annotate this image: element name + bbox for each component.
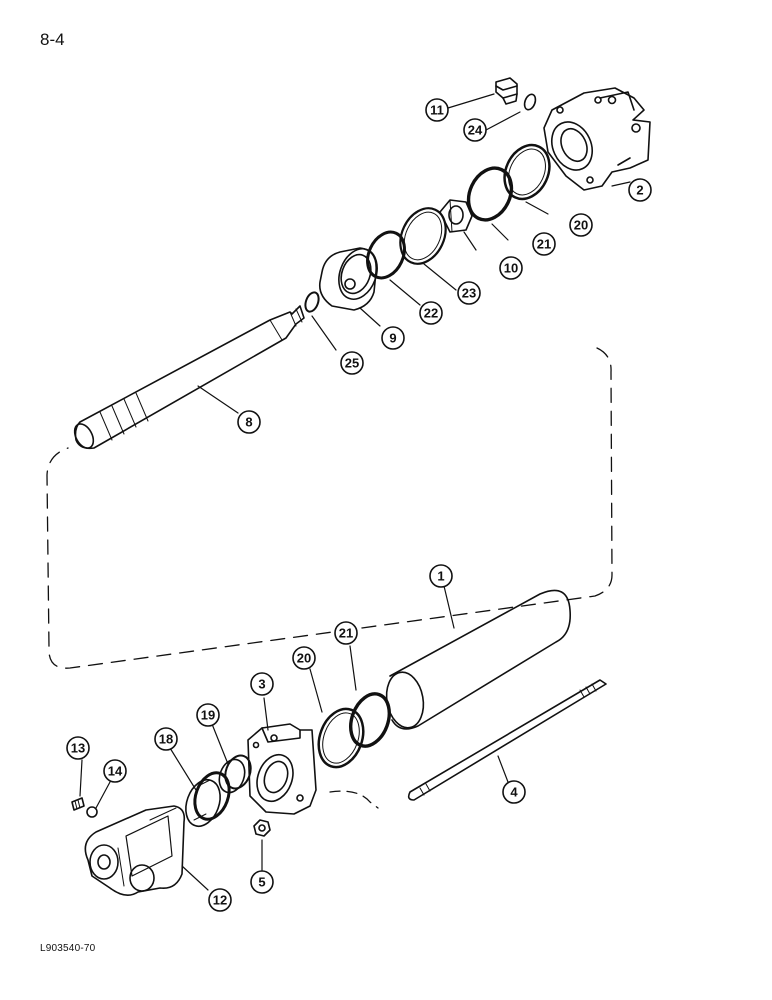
callout-circle [628, 178, 652, 202]
callout-circle [208, 888, 232, 912]
callout-c1: 1 [429, 564, 453, 588]
callout-label: 2 [636, 183, 643, 198]
callout-label: 1 [437, 569, 444, 584]
callout-circle [532, 232, 556, 256]
page-number: 8-4 [40, 30, 65, 49]
callout-label: 11 [430, 103, 444, 118]
callout-label: 18 [159, 732, 173, 747]
part-wear-ring [218, 754, 252, 794]
callout-circle [103, 759, 127, 783]
callout-circle [429, 564, 453, 588]
callout-label: 3 [258, 677, 265, 692]
part-small-oring [523, 93, 537, 111]
callout-circle [499, 256, 523, 280]
callout-circle [425, 98, 449, 122]
callout-circle [334, 621, 358, 645]
callout-c18: 18 [154, 727, 178, 751]
callout-circle [250, 672, 274, 696]
callout-label: 13 [71, 741, 85, 756]
callout-label: 10 [504, 261, 518, 276]
callout-circle [66, 736, 90, 760]
callout-c24: 24 [463, 118, 487, 142]
part-front-end-cap [247, 723, 317, 815]
callout-c10: 10 [499, 256, 523, 280]
callout-c21b: 21 [334, 621, 358, 645]
callout-label: 14 [108, 764, 123, 779]
callout-c21a: 21 [532, 232, 556, 256]
callout-circle [292, 646, 316, 670]
callout-c19: 19 [196, 703, 220, 727]
callout-c22: 22 [419, 301, 443, 325]
callout-circle [463, 118, 487, 142]
part-backup-ring-lower [317, 707, 365, 769]
part-plug-fitting [495, 77, 518, 105]
callout-label: 4 [510, 785, 518, 800]
part-ball [86, 806, 98, 818]
callout-circle [154, 727, 178, 751]
callout-label: 24 [468, 123, 483, 138]
part-piston-rod [73, 305, 305, 450]
callout-circle [419, 301, 443, 325]
callout-label: 25 [345, 356, 359, 371]
callout-label: 19 [201, 708, 215, 723]
callout-circle [457, 281, 481, 305]
callout-c12: 12 [208, 888, 232, 912]
part-tie-rod [407, 679, 607, 801]
callout-label: 22 [424, 306, 438, 321]
part-oring-upper [466, 166, 514, 222]
callout-c13: 13 [66, 736, 90, 760]
part-rod-oring [304, 291, 320, 313]
part-cylinder-barrel [385, 589, 572, 730]
callout-label: 12 [213, 893, 227, 908]
callout-c8: 8 [237, 410, 261, 434]
alignment-dashed-link [329, 790, 379, 809]
callout-c9: 9 [381, 326, 405, 350]
part-piston [318, 247, 378, 311]
part-backup-ring-upper [503, 143, 551, 201]
callout-c20b: 20 [292, 646, 316, 670]
callout-c11: 11 [425, 98, 449, 122]
part-rod-seal [185, 771, 231, 828]
part-rear-end-cap [543, 87, 651, 191]
callout-circle [340, 351, 364, 375]
callout-label: 20 [574, 218, 588, 233]
part-piston-nut [439, 199, 473, 233]
callout-c2: 2 [628, 178, 652, 202]
callout-c5: 5 [250, 870, 274, 894]
callout-c25: 25 [340, 351, 364, 375]
callout-label: 23 [462, 286, 476, 301]
callout-circle [381, 326, 405, 350]
callout-c20a: 20 [569, 213, 593, 237]
callout-c4: 4 [502, 780, 526, 804]
callout-circle [502, 780, 526, 804]
callout-label: 21 [537, 237, 551, 252]
leader-lines [79, 93, 631, 891]
part-set-screw [71, 797, 85, 811]
figure-code: L903540-70 [40, 943, 96, 954]
callout-circle [250, 870, 274, 894]
part-piston-seal [399, 207, 447, 265]
callout-label: 9 [389, 331, 396, 346]
alignment-dashed-outline [46, 347, 613, 669]
part-tie-rod-nut [253, 819, 271, 837]
callout-c3: 3 [250, 672, 274, 696]
part-piston-oring [366, 230, 406, 280]
callout-circle [196, 703, 220, 727]
callout-circle [569, 213, 593, 237]
callout-circle [237, 410, 261, 434]
callout-label: 8 [245, 415, 252, 430]
part-oring-lower [349, 692, 391, 748]
callout-label: 21 [339, 626, 353, 641]
callout-label: 5 [258, 875, 265, 890]
callout-c14: 14 [103, 759, 127, 783]
callout-c23: 23 [457, 281, 481, 305]
part-rod-clevis [84, 805, 186, 896]
callout-label: 20 [297, 651, 311, 666]
